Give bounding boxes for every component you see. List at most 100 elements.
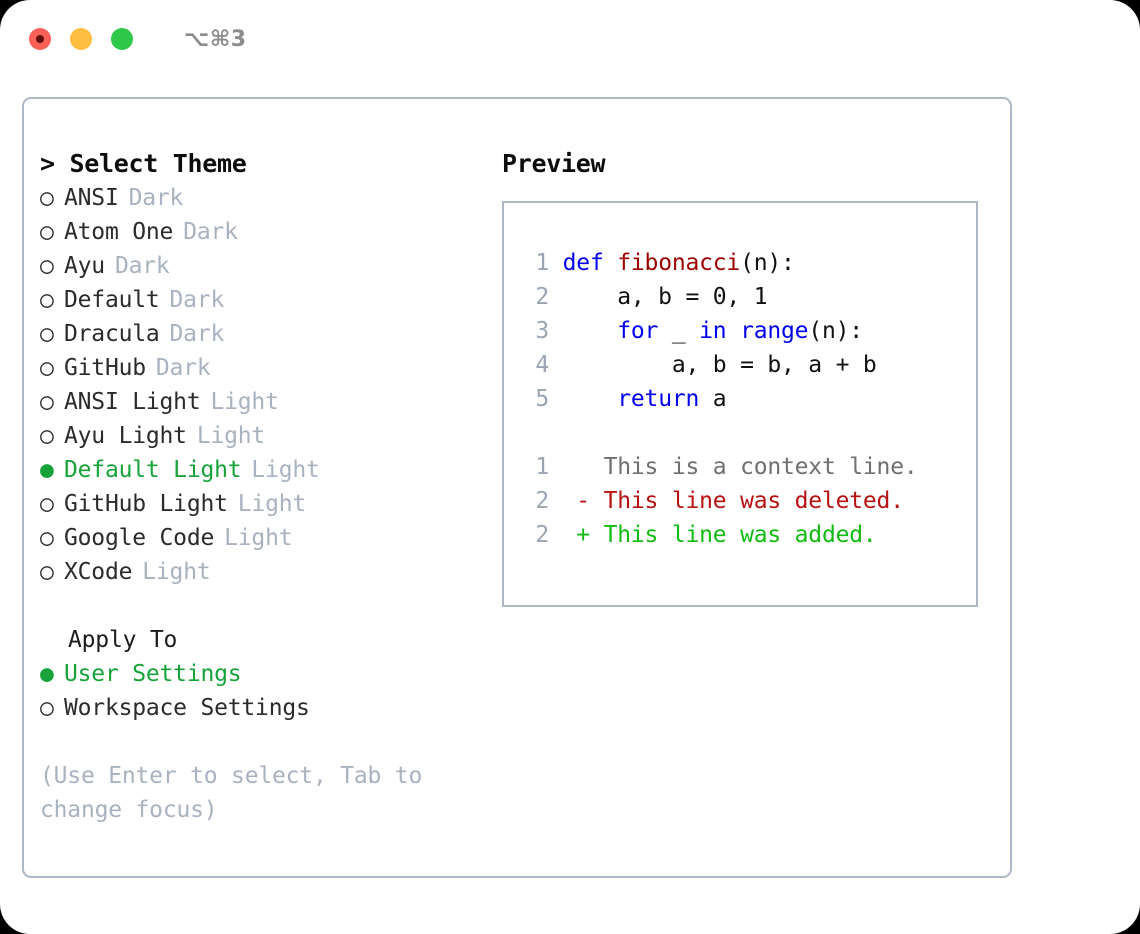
radio-unselected-icon: ○ <box>40 389 54 415</box>
code-line: 5 return a <box>521 382 918 416</box>
theme-option-tag: Dark <box>155 355 211 381</box>
code-token: a, b = b, a + b <box>562 352 877 378</box>
radio-unselected-icon: ○ <box>40 253 54 279</box>
theme-option-tag: Light <box>210 389 279 415</box>
code-token: _ <box>658 318 700 344</box>
diff-text: This line was added. <box>589 522 877 548</box>
theme-option-label: Google Code <box>64 525 215 551</box>
diff-text: This line was deleted. <box>589 488 904 514</box>
line-number: 4 <box>535 352 549 378</box>
radio-unselected-icon: ○ <box>40 185 54 211</box>
theme-option-github[interactable]: ○ GitHub Dark <box>40 351 480 385</box>
line-number: 2 <box>535 284 549 310</box>
theme-option-label: Default <box>64 287 160 313</box>
theme-option-github-light[interactable]: ○ GitHub Light Light <box>40 487 480 521</box>
radio-unselected-icon: ○ <box>40 525 54 551</box>
theme-option-tag: Dark <box>128 185 184 211</box>
code-token: a <box>699 386 727 412</box>
theme-option-dracula[interactable]: ○ Dracula Dark <box>40 317 480 351</box>
maximize-button[interactable] <box>111 28 133 50</box>
theme-option-label: GitHub <box>64 355 146 381</box>
minimize-button[interactable] <box>70 28 92 50</box>
theme-option-label: Dracula <box>64 321 160 347</box>
diff-line: 1 This is a context line. <box>521 450 918 484</box>
shortcut-label: ⌥⌘3 <box>184 26 247 52</box>
line-number: 2 <box>535 488 549 514</box>
close-button[interactable] <box>29 28 51 50</box>
diff-marker <box>576 454 590 480</box>
record-indicator-icon <box>36 35 44 43</box>
code-token: a, b = 0, 1 <box>562 284 768 310</box>
theme-option-label: Ayu <box>64 253 105 279</box>
apply-to-header: Apply To <box>68 627 178 653</box>
code-line: 4 a, b = b, a + b <box>521 348 918 382</box>
line-number: 1 <box>535 250 549 276</box>
theme-option-tag: Light <box>142 559 211 585</box>
diff-text: This is a context line. <box>589 454 918 480</box>
radio-unselected-icon: ○ <box>40 355 54 381</box>
apply-to-option-user-settings[interactable]: ●User Settings <box>40 657 480 691</box>
code-blank-line <box>521 416 918 450</box>
code-token: (n): <box>808 318 863 344</box>
radio-unselected-icon: ○ <box>40 287 54 313</box>
diff-marker: - <box>576 488 590 514</box>
code-token: (n): <box>740 250 795 276</box>
theme-option-tag: Light <box>196 423 266 449</box>
theme-option-label: XCode <box>64 559 133 585</box>
diff-line: 2 - This line was deleted. <box>521 484 918 518</box>
select-theme-heading: > Select Theme <box>40 149 247 178</box>
theme-option-label: GitHub Light <box>64 491 228 517</box>
code-token: in range <box>699 318 809 344</box>
theme-option-ansi-light[interactable]: ○ ANSI Light Light <box>40 385 480 419</box>
radio-selected-icon: ● <box>40 661 54 687</box>
theme-option-tag: Dark <box>169 287 225 313</box>
code-line: 2 a, b = 0, 1 <box>521 280 918 314</box>
preview-column: Preview 1 def fibonacci(n):2 a, b = 0, 1… <box>502 147 992 607</box>
preview-title: Preview <box>502 149 606 178</box>
code-token: return <box>617 386 700 412</box>
line-number: 3 <box>535 318 549 344</box>
radio-unselected-icon: ○ <box>40 491 54 517</box>
code-token <box>563 318 618 344</box>
code-token: for <box>617 318 659 344</box>
theme-option-default[interactable]: ○ Default Dark <box>40 283 480 317</box>
line-number: 5 <box>535 386 549 412</box>
code-line: 1 def fibonacci(n): <box>521 246 918 280</box>
code-token <box>563 386 618 412</box>
theme-option-google-code[interactable]: ○ Google Code Light <box>40 521 480 555</box>
line-number: 2 <box>535 522 549 548</box>
theme-option-tag: Dark <box>114 253 170 279</box>
theme-option-ansi[interactable]: ○ ANSI Dark <box>40 181 480 215</box>
keyboard-hint: (Use Enter to select, Tab to change focu… <box>40 763 423 823</box>
theme-option-tag: Light <box>224 525 293 551</box>
radio-unselected-icon: ○ <box>40 695 54 721</box>
line-number: 1 <box>535 454 549 480</box>
theme-option-label: ANSI <box>64 185 119 211</box>
window-controls <box>29 28 133 50</box>
theme-option-tag: Dark <box>169 321 225 347</box>
list-spacer <box>40 589 480 623</box>
theme-option-label: Default Light <box>64 457 242 483</box>
radio-unselected-icon: ○ <box>40 321 54 347</box>
apply-to-list[interactable]: ●User Settings ○ Workspace Settings <box>40 657 480 725</box>
theme-option-tag: Light <box>237 491 307 517</box>
radio-unselected-icon: ○ <box>40 423 54 449</box>
apply-to-option-label: Workspace Settings <box>64 695 310 721</box>
diff-marker: + <box>576 522 590 548</box>
theme-option-ayu[interactable]: ○ Ayu Dark <box>40 249 480 283</box>
theme-option-default-light[interactable]: ● Default Light Light <box>40 453 480 487</box>
theme-option-label: ANSI Light <box>64 389 201 415</box>
radio-unselected-icon: ○ <box>40 219 54 245</box>
radio-selected-icon: ● <box>40 457 54 483</box>
title-bar: ⌥⌘3 <box>0 0 1140 78</box>
apply-to-option-workspace-settings[interactable]: ○ Workspace Settings <box>40 691 480 725</box>
theme-option-tag: Light <box>251 457 320 483</box>
